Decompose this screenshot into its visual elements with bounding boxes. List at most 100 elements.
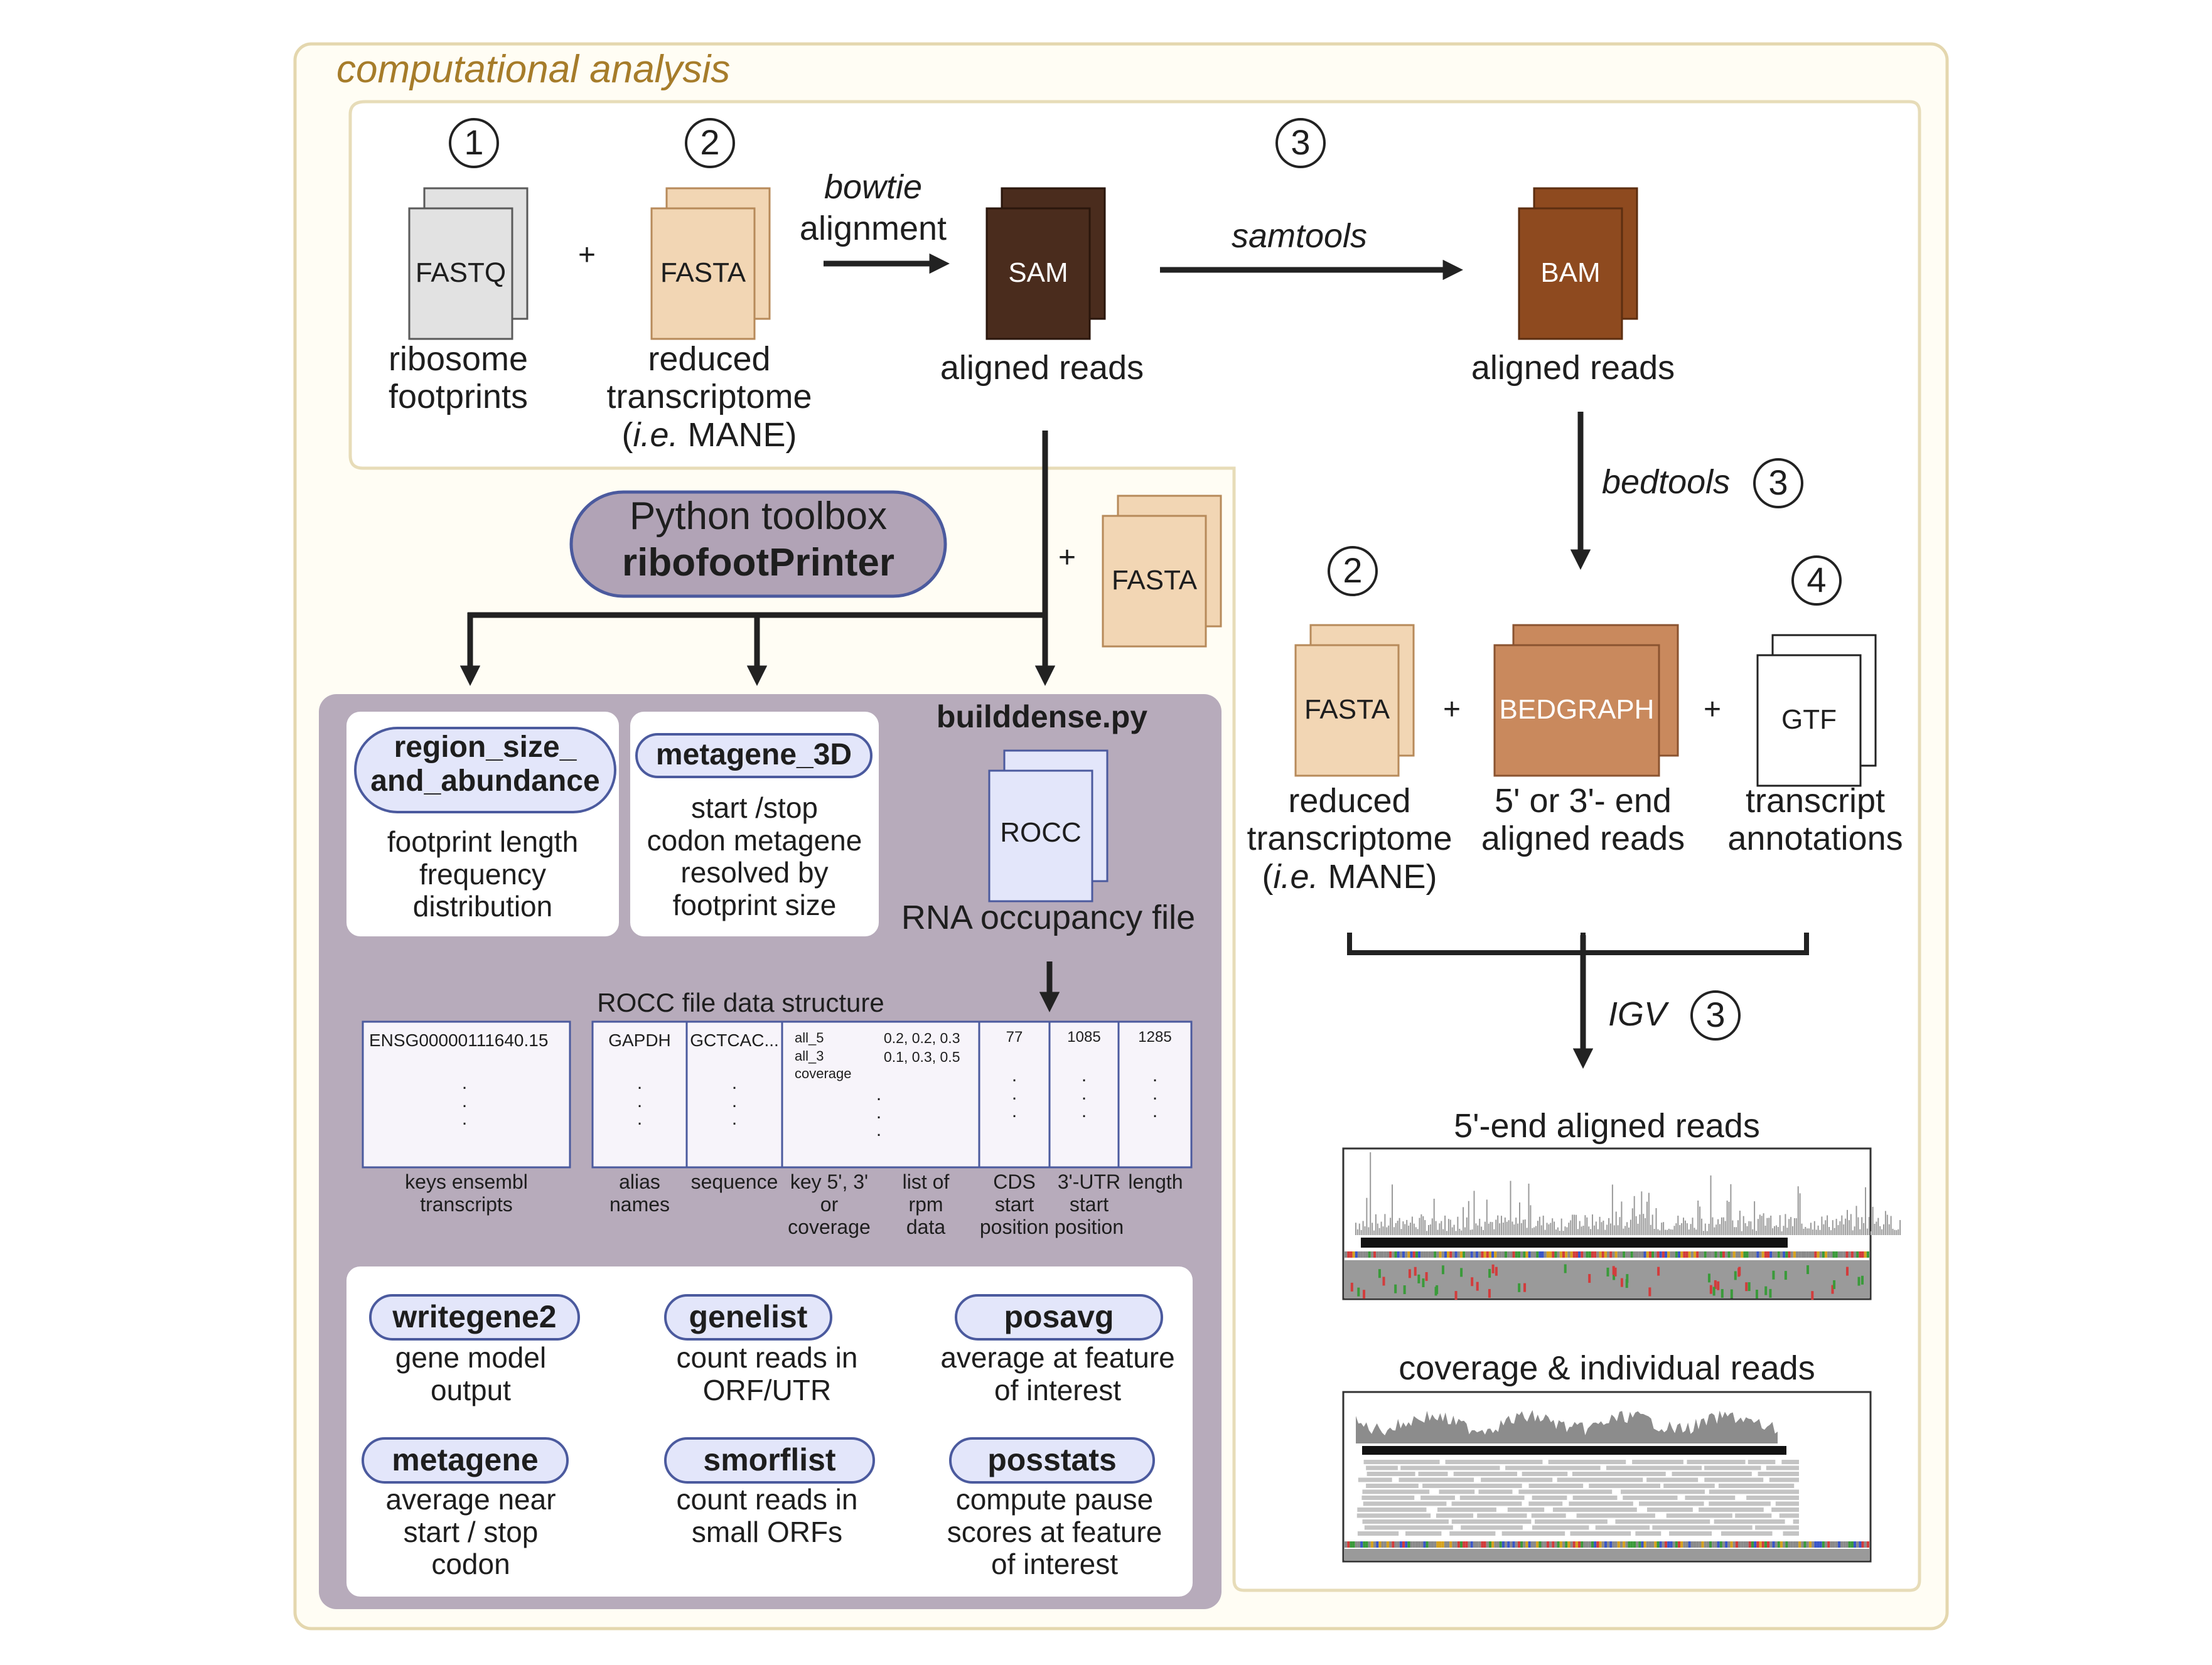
bam-file-icon: [1518, 187, 1638, 340]
function-desc-metagene3d: start /stop codon metagene resolved by f…: [647, 791, 862, 921]
gtf-caption: transcript annotations: [1727, 782, 1903, 858]
pill-genelist: [664, 1294, 832, 1341]
rocc-dots: ...: [636, 1073, 643, 1129]
bam-caption: aligned reads: [1471, 349, 1675, 387]
rocc-dots: ...: [731, 1073, 738, 1129]
pill-posavg: [955, 1294, 1163, 1341]
plus-sign: +: [577, 238, 596, 272]
rocc-cell-len: 1285: [1138, 1029, 1172, 1046]
rocc-cell-rpm: 0.2, 0.2, 0.3 0.1, 0.3, 0.5: [884, 1030, 960, 1065]
pill-smorflist: [664, 1437, 875, 1484]
fasta-toolbox-file-icon: [1102, 495, 1222, 648]
pill-metagene: [362, 1437, 569, 1484]
step-circle-4: [1791, 555, 1842, 606]
toolbox-title: Python toolbox: [629, 495, 888, 538]
rocc-caption: RNA occupancy file: [901, 899, 1196, 936]
rocc-col-label-cds: CDS start position: [979, 1170, 1050, 1238]
function-desc-metagene: average near start / stop codon: [385, 1483, 556, 1581]
pill-metagene3d: [635, 733, 872, 778]
alignment-label: alignment: [799, 210, 947, 247]
step-number-4: 4: [1807, 560, 1827, 599]
rocc-dots: ...: [1081, 1065, 1087, 1122]
function-desc-smorflist: count reads in small ORFs: [676, 1483, 858, 1548]
function-name-metagene3d: metagene_3D: [655, 738, 852, 771]
igv-track-5end: [1342, 1147, 1901, 1300]
fasta-lower-file-icon: [1294, 624, 1415, 777]
fastq-file-icon: [408, 187, 529, 340]
igv-track2-frame: [1342, 1391, 1872, 1563]
rocc-col-label-rpm: list of rpm data: [902, 1170, 950, 1238]
rocc-cell-alias: GAPDH: [608, 1031, 671, 1050]
fasta-file-icon: [650, 187, 771, 340]
step-number-2: 2: [700, 122, 720, 162]
gtf-file-icon: [1756, 634, 1877, 787]
pill-posstats: [949, 1437, 1155, 1484]
sam-caption: aligned reads: [940, 349, 1144, 387]
function-name-posavg: posavg: [1004, 1299, 1114, 1334]
sam-file-icon: [985, 187, 1106, 340]
function-name-region-size: region_size_ and_abundance: [370, 731, 600, 798]
rocc-col-label-utr: 3'-UTR start position: [1054, 1170, 1124, 1238]
gtf-label: GTF: [1781, 704, 1837, 735]
rocc-col-label-id: keys ensembl transcripts: [405, 1170, 528, 1216]
rocc-cell-utr: 1085: [1067, 1029, 1101, 1046]
igv-track1-title: 5'-end aligned reads: [1454, 1107, 1760, 1145]
rocc-structure-title: ROCC file data structure: [597, 988, 884, 1017]
rocc-cell-seq: GCTCAC...: [690, 1031, 779, 1050]
step-number-3: 3: [1291, 122, 1311, 162]
step-number-1: 1: [464, 122, 484, 162]
function-desc-posstats: compute pause scores at feature of inter…: [947, 1483, 1162, 1581]
step-number-3-bedtools: 3: [1768, 463, 1788, 502]
function-name-metagene: metagene: [392, 1442, 539, 1477]
step-circle-3-bedtools: [1753, 458, 1803, 508]
bowtie-label: bowtie: [824, 168, 923, 206]
function-desc-writegene2: gene model output: [395, 1341, 547, 1406]
step-number-2-lower: 2: [1343, 550, 1363, 590]
pill-writegene2: [369, 1294, 580, 1341]
step-circle-2: [685, 118, 735, 168]
bedtools-label: bedtools: [1602, 463, 1731, 501]
rocc-cell-id: ENSG00000111640.15: [369, 1031, 549, 1050]
rocc-col-label-keys: key 5', 3' or coverage: [788, 1170, 871, 1238]
fasta-label: FASTA: [660, 257, 746, 288]
fasta-lower-label: FASTA: [1304, 694, 1390, 725]
function-desc-region-size: footprint length frequency distribution: [387, 825, 579, 923]
step-circle-1: [449, 118, 499, 168]
function-name-genelist: genelist: [689, 1299, 808, 1334]
toolbox-name: ribofootPrinter: [622, 541, 894, 584]
toolbox-pill: [569, 490, 947, 598]
igv-track-coverage: [1342, 1391, 1872, 1563]
function-desc-posavg: average at feature of interest: [940, 1341, 1175, 1406]
fastq-label: FASTQ: [415, 257, 507, 288]
bedgraph-file-icon: [1493, 624, 1679, 777]
section-title: computational analysis: [336, 48, 731, 91]
function-name-smorflist: smorflist: [703, 1442, 836, 1477]
rocc-col-label-seq: sequence: [690, 1170, 778, 1193]
rocc-col-label-alias: alias names: [609, 1170, 670, 1216]
function-name-posstats: posstats: [987, 1442, 1117, 1477]
rocc-dots: ...: [1011, 1065, 1017, 1122]
function-cards-bottom: [346, 1266, 1193, 1597]
toolbox-branch-arrows: [459, 431, 1056, 686]
plus-sign: +: [1442, 693, 1461, 726]
step-number-3-igv: 3: [1705, 995, 1726, 1034]
rocc-table: [362, 1020, 1193, 1169]
rocc-file-icon: [988, 749, 1109, 902]
samtools-label: samtools: [1231, 217, 1368, 255]
fasta-lower-caption: reduced transcriptome (i.e. MANE): [1247, 782, 1452, 896]
builddense-label: builddense.py: [936, 699, 1148, 734]
function-name-writegene2: writegene2: [392, 1299, 557, 1334]
rocc-dots: ...: [876, 1084, 882, 1140]
function-desc-genelist: count reads in ORF/UTR: [676, 1341, 858, 1406]
step-circle-3: [1275, 118, 1326, 168]
rocc-dots: ...: [1152, 1065, 1158, 1122]
rocc-col-label-len: length: [1128, 1170, 1183, 1193]
plus-sign: +: [1058, 541, 1076, 574]
igv-track2-title: coverage & individual reads: [1399, 1349, 1815, 1387]
step-circle-2-lower: [1328, 546, 1378, 596]
fastq-caption: ribosome footprints: [388, 340, 529, 416]
step-circle-3-igv: [1690, 990, 1741, 1041]
rocc-cell-keys: all_5 all_3 coverage: [795, 1030, 852, 1082]
